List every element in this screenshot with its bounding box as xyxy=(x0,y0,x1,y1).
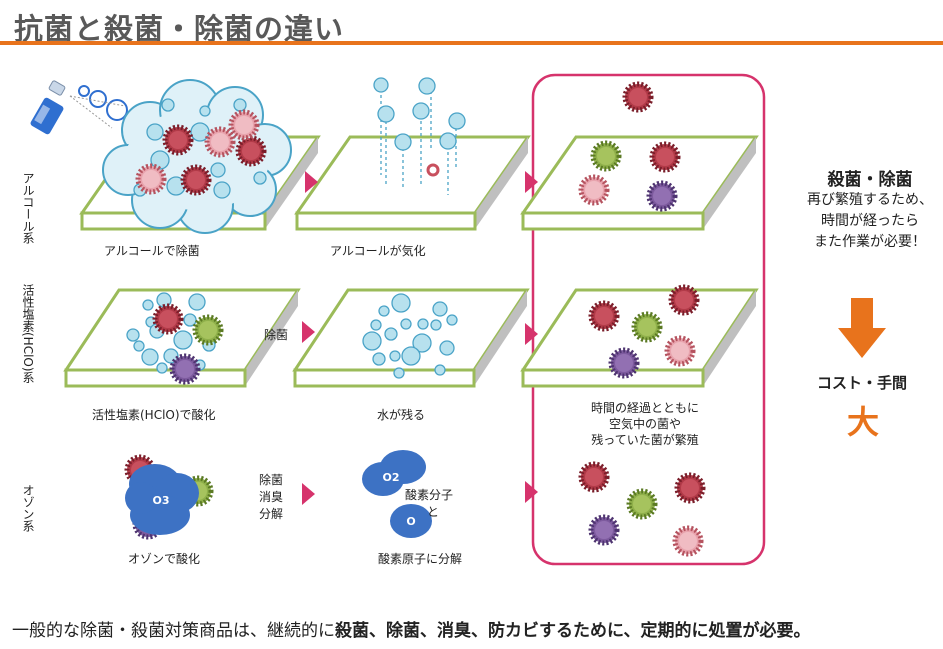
row-label-ozone: オゾン系 xyxy=(21,484,35,532)
row-label-hclo: 活性塩素(HClO)系 xyxy=(21,284,35,384)
caption-alcohol-1: アルコールで除菌 xyxy=(104,244,200,258)
evaporating-droplets xyxy=(373,77,466,195)
regrown-germs-ozone xyxy=(581,464,703,554)
arrow-alcohol-2 xyxy=(525,171,538,193)
arrow-hclo-1 xyxy=(302,321,315,343)
footer-bold: 殺菌、除菌、消臭、防カビするために、定期的に処置が必要。 xyxy=(335,621,811,641)
o-label: O xyxy=(406,515,415,528)
footer-text: 一般的な除菌・殺菌対策商品は、継続的に殺菌、除菌、消臭、防カビするために、定期的… xyxy=(12,616,811,641)
water-droplets xyxy=(362,293,458,379)
molecule-label: 酸素分子 と xyxy=(405,487,453,521)
arrow-alcohol-1 xyxy=(305,171,318,193)
side-note: 再び繁殖するため、 時間が経ったら また作業が必要！ xyxy=(796,190,943,253)
arrow-ozone-2 xyxy=(525,481,538,503)
side-note-line: 再び繁殖するため、 xyxy=(807,192,933,208)
board-alcohol-3 xyxy=(520,135,759,231)
arrow-label-ozone-line: 消臭 xyxy=(259,490,284,504)
caption-hclo-3-line: 時間の経過とともに xyxy=(590,401,699,415)
caption-ozone-1: オゾンで酸化 xyxy=(128,552,201,566)
row-label-alcohol: アルコール系 xyxy=(21,172,35,244)
alcohol-cloud xyxy=(102,79,292,234)
cost-label: コスト・手間 xyxy=(816,374,907,392)
caption-hclo-1: 活性塩素(HClO)で酸化 xyxy=(92,408,216,422)
title-underline xyxy=(0,41,943,45)
caption-hclo-3-line: 空気中の菌や xyxy=(608,417,681,431)
hclo-bubbles-germs xyxy=(126,292,221,382)
cost-value: 大 xyxy=(846,403,879,441)
o3-label: O3 xyxy=(152,494,169,507)
molecule-label-line: と xyxy=(427,505,440,519)
o2-label: O2 xyxy=(382,471,399,484)
caption-hclo-2: 水が残る xyxy=(377,408,426,422)
arrow-hclo-2 xyxy=(525,323,538,345)
highlight-frame xyxy=(531,73,766,566)
arrow-label-ozone-line: 分解 xyxy=(259,507,284,521)
step-arrows xyxy=(302,171,538,505)
side-note-line: 時間が経ったら xyxy=(821,213,919,229)
arrow-label-hclo: 除菌 xyxy=(264,328,289,342)
side-note-line: また作業が必要！ xyxy=(814,234,926,250)
caption-hclo-3-line: 残っていた菌が繁殖 xyxy=(591,433,699,447)
caption-alcohol-2: アルコールが気化 xyxy=(330,244,426,258)
side-heading: 殺菌・除菌 xyxy=(827,170,913,190)
caption-ozone-2: 酸素原子に分解 xyxy=(378,552,463,566)
arrow-label-ozone: 除菌 消臭 分解 xyxy=(259,472,283,523)
caption-hclo-3: 時間の経過とともに 空気中の菌や 残っていた菌が繁殖 xyxy=(560,400,730,448)
board-hclo-2 xyxy=(292,288,530,388)
arrow-label-ozone-line: 除菌 xyxy=(259,473,284,487)
molecule-label-line: 酸素分子 xyxy=(405,488,454,502)
page-title: 抗菌と殺菌・除菌の違い xyxy=(14,12,345,46)
down-arrow-icon xyxy=(838,298,886,358)
arrow-ozone-1 xyxy=(302,483,315,505)
ozone-molecules: O3 O2 O xyxy=(125,450,432,538)
spray-can-icon xyxy=(30,80,128,135)
board-alcohol-2 xyxy=(294,135,531,231)
footer-normal: 一般的な除菌・殺菌対策商品は、継続的に xyxy=(12,621,335,641)
